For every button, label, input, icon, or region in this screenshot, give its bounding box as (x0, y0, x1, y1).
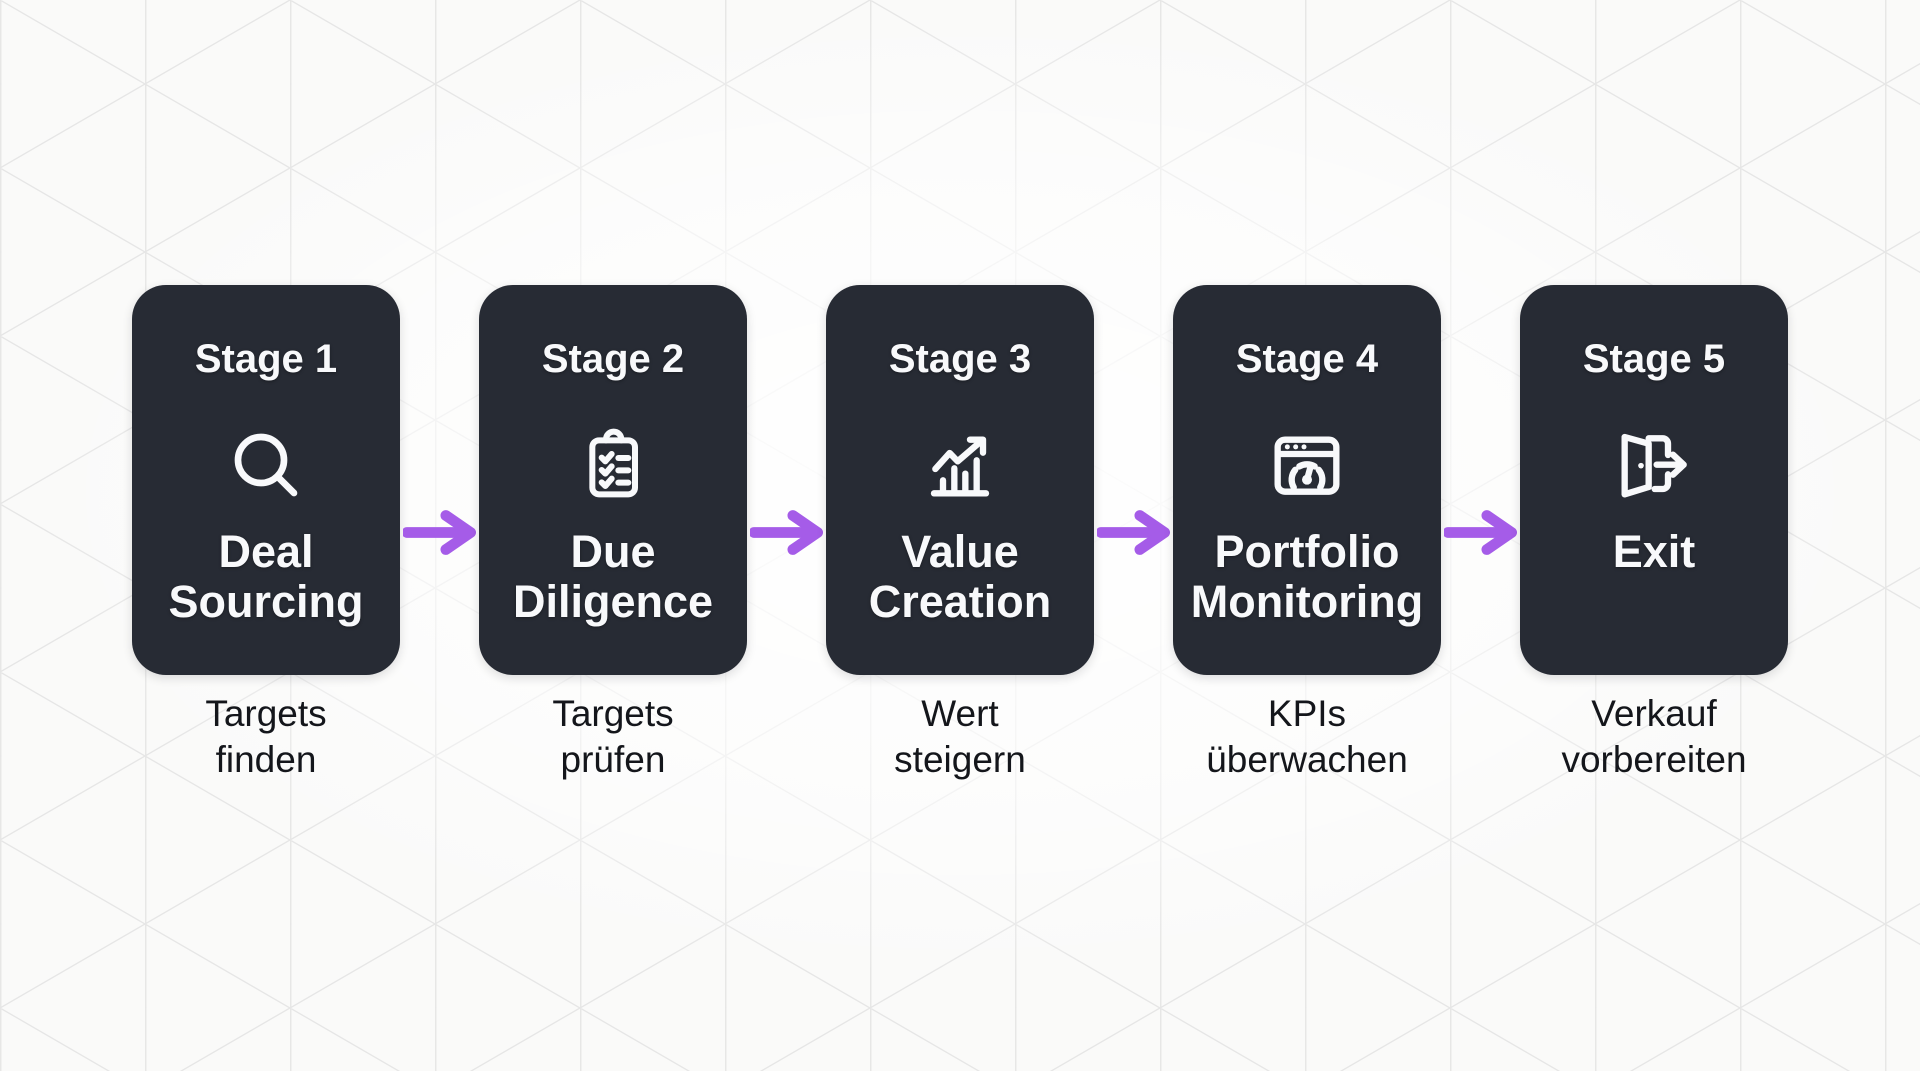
stage-column-4: Stage 4 Portfolio Monitoring KPIs überwa… (1173, 285, 1441, 783)
stage-column-2: Stage 2 Due Diligence Targets prüfen (479, 285, 747, 783)
stage-number-label: Stage 5 (1582, 337, 1726, 381)
flow-arrow-1 (400, 509, 479, 556)
stage-number-label: Stage 2 (541, 337, 685, 381)
flow-arrow-4 (1441, 509, 1520, 556)
stage-caption: Targets prüfen (552, 693, 674, 780)
stage-column-1: Stage 1 Deal Sourcing Targets finden (132, 285, 400, 783)
search-icon (234, 433, 298, 497)
stage-card-3: Stage 3 Value Creation (826, 285, 1094, 675)
stage-number-label: Stage 3 (888, 337, 1032, 381)
stage-number-label: Stage 1 (194, 337, 338, 381)
stage-caption: Verkauf vorbereiten (1561, 693, 1747, 780)
dashboard-gauge-icon (1274, 436, 1340, 495)
stage-caption: KPIs überwachen (1206, 693, 1408, 780)
stage-card-5: Stage 5 Exit (1520, 285, 1788, 675)
stage-name-label: Portfolio Monitoring (1190, 526, 1424, 627)
arrow-right-icon (749, 510, 823, 555)
arrow-right-icon (402, 510, 476, 555)
stage-card-1: Stage 1 Deal Sourcing (132, 285, 400, 675)
bar-chart-growth-icon (930, 436, 990, 497)
stage-name-label: Exit (1612, 526, 1696, 577)
stage-column-5: Stage 5 Exit Verkauf vorbereiten (1520, 285, 1788, 783)
exit-door-icon (1621, 433, 1687, 498)
flow-arrow-3 (1094, 509, 1173, 556)
stage-caption: Targets finden (205, 693, 327, 780)
clipboard-checklist-icon (589, 428, 639, 498)
stage-name-label: Due Diligence (512, 526, 714, 627)
arrow-right-icon (1096, 510, 1170, 555)
stage-card-4: Stage 4 Portfolio Monitoring (1173, 285, 1441, 675)
stage-name-label: Deal Sourcing (168, 526, 364, 627)
flow-arrow-2 (747, 509, 826, 556)
process-flow-diagram: Stage 1 Deal Sourcing Targets finden Sta… (132, 285, 1788, 783)
stage-card-2: Stage 2 Due Diligence (479, 285, 747, 675)
stage-column-3: Stage 3 Value Creation Wert steigern (826, 285, 1094, 783)
stage-caption: Wert steigern (894, 693, 1026, 780)
arrow-right-icon (1443, 510, 1517, 555)
stage-name-label: Value Creation (868, 526, 1052, 627)
stage-number-label: Stage 4 (1235, 337, 1379, 381)
